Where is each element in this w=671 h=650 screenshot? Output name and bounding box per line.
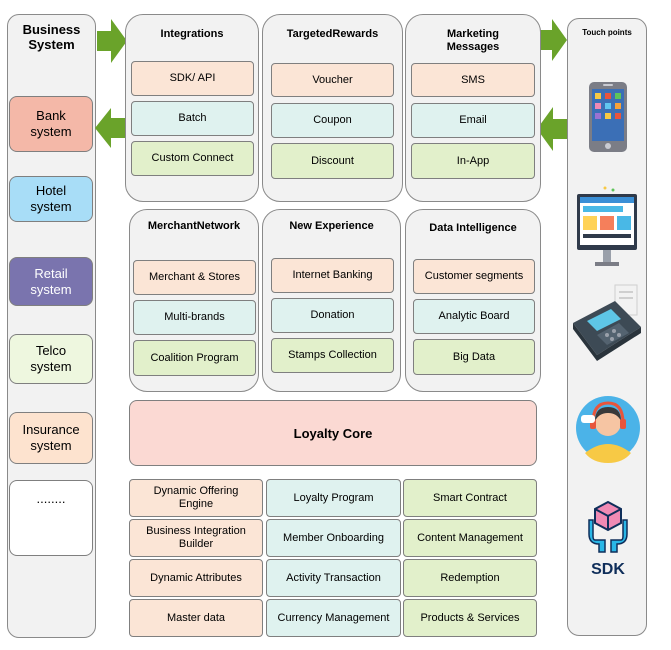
- arrow-left-from-touchpoints: [537, 107, 567, 151]
- batch-box[interactable]: Batch: [131, 101, 254, 136]
- more-systems-label: ........: [36, 491, 66, 506]
- module-content-management[interactable]: Content Management: [403, 519, 537, 557]
- sdk-api-box[interactable]: SDK/ API: [131, 61, 254, 96]
- integrations-panel: Integrations SDK/ API Batch Custom Conne…: [125, 14, 259, 202]
- more-systems-box: ........: [9, 480, 93, 556]
- desktop-monitor-icon: [577, 186, 637, 266]
- analytic-board-box[interactable]: Analytic Board: [413, 299, 535, 334]
- targeted-rewards-title: TargetedRewards: [286, 28, 379, 40]
- customer-support-agent-icon: [576, 396, 640, 463]
- voucher-box[interactable]: Voucher: [271, 63, 394, 97]
- coalition-program-box[interactable]: Coalition Program: [133, 340, 256, 376]
- sms-box[interactable]: SMS: [411, 63, 535, 97]
- loyalty-core-box[interactable]: Loyalty Core: [129, 400, 537, 466]
- arrow-right-top-right: [539, 19, 567, 61]
- new-experience-title: New Experience: [289, 220, 374, 232]
- smartphone-icon: [589, 82, 627, 152]
- data-intelligence-title: Data Intelligence: [429, 222, 517, 234]
- new-experience-panel: New Experience Internet Banking Donation…: [262, 209, 401, 392]
- module-member-onboarding[interactable]: Member Onboarding: [266, 519, 401, 557]
- hotel-system-box[interactable]: Hotel system: [9, 176, 93, 222]
- module-business-integration-builder[interactable]: Business Integration Builder: [129, 519, 263, 557]
- module-dynamic-offering-engine[interactable]: Dynamic Offering Engine: [129, 479, 263, 517]
- module-master-data[interactable]: Master data: [129, 599, 263, 637]
- in-app-box[interactable]: In-App: [411, 143, 535, 179]
- big-data-box[interactable]: Big Data: [413, 339, 535, 375]
- telco-system-box[interactable]: Telco system: [9, 334, 93, 384]
- merchant-stores-box[interactable]: Merchant & Stores: [133, 260, 256, 295]
- business-system-title: Business System: [22, 22, 81, 52]
- coupon-box[interactable]: Coupon: [271, 103, 394, 138]
- stamps-collection-box[interactable]: Stamps Collection: [271, 338, 394, 373]
- discount-box[interactable]: Discount: [271, 143, 394, 179]
- module-products-services[interactable]: Products & Services: [403, 599, 537, 637]
- retail-system-box[interactable]: Retail system: [9, 257, 93, 306]
- module-activity-transaction[interactable]: Activity Transaction: [266, 559, 401, 597]
- data-intelligence-panel: Data Intelligence Customer segments Anal…: [405, 209, 541, 392]
- internet-banking-box[interactable]: Internet Banking: [271, 258, 394, 293]
- custom-connect-box[interactable]: Custom Connect: [131, 141, 254, 176]
- module-loyalty-program[interactable]: Loyalty Program: [266, 479, 401, 517]
- multi-brands-box[interactable]: Multi-brands: [133, 300, 256, 335]
- pos-terminal-icon: [573, 284, 641, 361]
- marketing-messages-panel: Marketing Messages SMS Email In-App: [405, 14, 541, 202]
- module-smart-contract[interactable]: Smart Contract: [403, 479, 537, 517]
- sdk-icon: [588, 500, 628, 553]
- touch-points-title: Touch points: [582, 28, 632, 37]
- merchant-network-panel: MerchantNetwork Merchant & Stores Multi-…: [129, 209, 259, 392]
- email-box[interactable]: Email: [411, 103, 535, 138]
- arrow-right-top-left: [97, 19, 127, 63]
- integrations-title: Integrations: [160, 28, 224, 40]
- arrow-left-to-bank: [95, 108, 125, 148]
- merchant-network-title: MerchantNetwork: [147, 220, 241, 232]
- insurance-system-box[interactable]: Insurance system: [9, 412, 93, 464]
- bank-system-box[interactable]: Bank system: [9, 96, 93, 152]
- module-dynamic-attributes[interactable]: Dynamic Attributes: [129, 559, 263, 597]
- module-currency-management[interactable]: Currency Management: [266, 599, 401, 637]
- customer-segments-box[interactable]: Customer segments: [413, 259, 535, 294]
- targeted-rewards-panel: TargetedRewards Voucher Coupon Discount: [262, 14, 403, 202]
- marketing-messages-title: Marketing Messages: [446, 28, 500, 53]
- donation-box[interactable]: Donation: [271, 298, 394, 333]
- sdk-label: SDK: [591, 561, 625, 578]
- module-redemption[interactable]: Redemption: [403, 559, 537, 597]
